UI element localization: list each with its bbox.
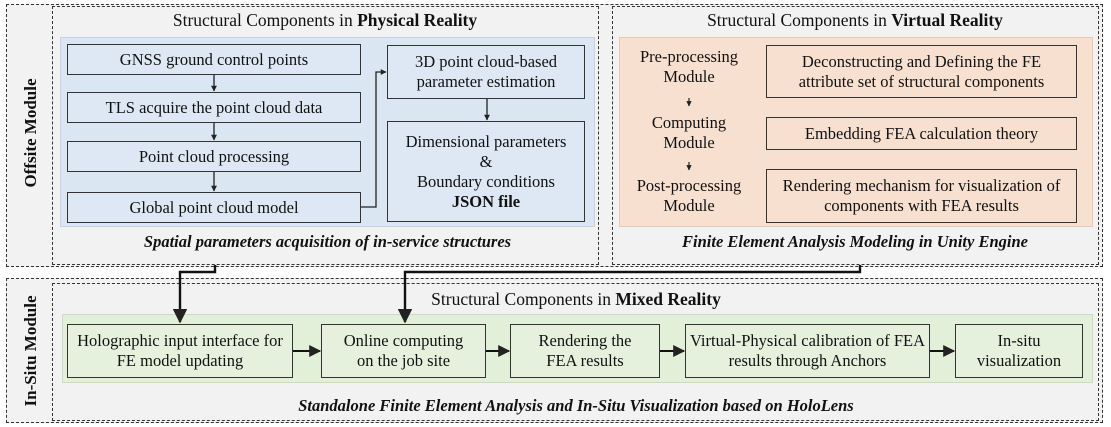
computing-module-label: Computing Module xyxy=(651,113,727,152)
arrow-model-to-estimation xyxy=(361,69,387,208)
virtual-title-prefix: Structural Components in xyxy=(707,10,892,30)
mixed-reality-title: Structural Components in Mixed Reality xyxy=(56,289,1096,310)
fea-theory-box: Embedding FEA calculation theory xyxy=(766,117,1077,150)
parameter-estimation-box: 3D point cloud-based parameter estimatio… xyxy=(387,45,585,99)
virtual-reality-title: Structural Components in Virtual Reality xyxy=(614,10,1096,31)
point-cloud-processing-box: Point cloud processing xyxy=(67,141,361,172)
global-point-cloud-model-box: Global point cloud model xyxy=(67,192,361,223)
physical-title-bold: Physical Reality xyxy=(357,10,478,30)
ampersand-text: & xyxy=(479,151,493,171)
rendering-mechanism-box: Rendering mechanism for visualization of… xyxy=(766,169,1077,223)
rendering-fea-box: Rendering the FEA results xyxy=(510,324,660,378)
virtual-title-bold: Virtual Reality xyxy=(891,10,1003,30)
arrow-physical-to-mixed xyxy=(172,265,217,324)
physical-caption: Spatial parameters acquisition of in-ser… xyxy=(143,232,512,251)
physical-title-prefix: Structural Components in xyxy=(172,10,358,30)
online-computing-box: Online computing on the job site xyxy=(321,324,486,378)
pre-processing-module-label: Pre-processing Module xyxy=(639,47,739,86)
gnss-step-box: GNSS ground control points xyxy=(67,44,361,75)
tls-step-box: TLS acquire the point cloud data xyxy=(67,92,361,123)
post-processing-module-label: Post-processing Module xyxy=(636,176,742,215)
physical-reality-title: Structural Components in Physical Realit… xyxy=(60,10,590,31)
insitu-visualization-box: In-situ visualization xyxy=(955,324,1083,378)
json-file-text: JSON file xyxy=(451,191,521,211)
holographic-input-box: Holographic input interface for FE model… xyxy=(67,324,293,378)
mixed-title-bold: Mixed Reality xyxy=(615,289,721,309)
json-output-box: Dimensional parameters & Boundary condit… xyxy=(387,121,585,222)
calibration-anchors-box: Virtual-Physical calibration of FEA resu… xyxy=(685,324,930,378)
fe-attribute-set-box: Deconstructing and Defining the FE attri… xyxy=(766,45,1077,98)
boundary-conditions-text: Boundary conditions xyxy=(417,171,555,191)
dimensional-parameters-text: Dimensional parameters xyxy=(405,131,567,151)
virtual-caption: Finite Element Analysis Modeling in Unit… xyxy=(682,232,1028,251)
mixed-caption: Standalone Finite Element Analysis and I… xyxy=(298,396,854,415)
arrow-virtual-to-mixed xyxy=(397,265,862,324)
mixed-title-prefix: Structural Components in xyxy=(431,289,616,309)
